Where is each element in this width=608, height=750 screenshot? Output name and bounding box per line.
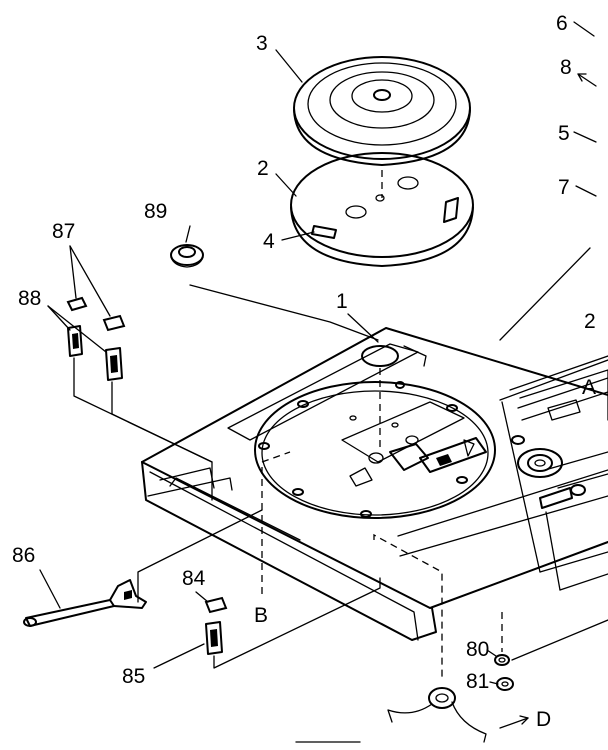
label-88: 88	[18, 287, 41, 310]
label-3: 3	[256, 32, 268, 55]
label-right-2: 2	[584, 310, 596, 333]
label-89: 89	[144, 200, 167, 223]
bearing-ring	[254, 381, 496, 519]
arm-86	[23, 509, 263, 627]
guide-b	[261, 451, 291, 594]
label-b: B	[254, 604, 268, 627]
label-6: 6	[556, 12, 568, 35]
chassis	[141, 327, 608, 641]
label-80: 80	[466, 638, 489, 661]
label-81: 81	[466, 670, 489, 693]
leaders	[185, 21, 597, 685]
label-8: 8	[560, 56, 572, 79]
platter	[293, 56, 471, 166]
parts-87-88	[47, 245, 213, 501]
motor-wires	[295, 687, 487, 743]
label-84: 84	[182, 567, 206, 590]
nuts-80-81	[494, 612, 608, 691]
center-guides	[347, 313, 443, 680]
label-87: 87	[52, 220, 75, 243]
label-1: 1	[336, 290, 348, 313]
stud-89	[170, 244, 379, 341]
part-labels: 3 2 4 89 87 88 1 86 84 85 80 81 6 8 5 7 …	[12, 12, 596, 731]
stud-hole	[361, 345, 427, 367]
label-4: 4	[263, 230, 275, 253]
label-d: D	[536, 708, 551, 731]
parts-84-85	[153, 577, 381, 669]
arrows	[499, 73, 597, 729]
label-2: 2	[257, 157, 269, 180]
sub-platter	[290, 152, 474, 267]
label-7: 7	[558, 176, 570, 199]
label-85: 85	[122, 665, 145, 688]
label-right-a: A	[582, 376, 596, 399]
control-panel	[509, 355, 608, 509]
label-86: 86	[12, 544, 35, 567]
label-5: 5	[558, 122, 570, 145]
drive-hub	[517, 448, 563, 478]
